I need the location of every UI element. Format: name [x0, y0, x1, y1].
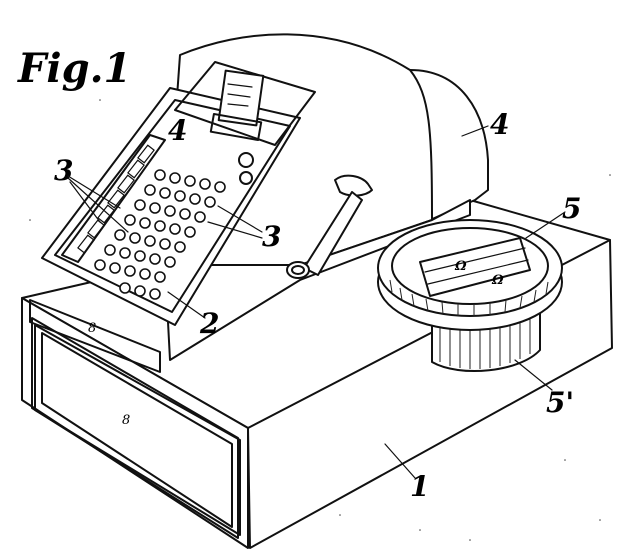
printer-window: [174, 61, 316, 185]
ref-keyboard: 2: [199, 307, 219, 340]
svg-text:Ω: Ω: [491, 273, 504, 288]
figure-title: Fig.1: [17, 45, 131, 92]
ref-casing-top: 4: [490, 108, 509, 141]
indicator-column: [61, 134, 166, 263]
ref-keys-right: 3: [262, 220, 281, 253]
keyboard-keys: [94, 169, 226, 300]
ref-tray-bottom: 5': [546, 386, 574, 419]
ref-key-small: 4: [168, 114, 187, 147]
ref-drawer-main: 8: [122, 413, 130, 428]
svg-text:Ω: Ω: [454, 259, 467, 274]
cash-drawer: [29, 299, 241, 536]
ref-drawer-small: 8: [88, 321, 96, 336]
crank-handle: [286, 174, 373, 279]
ref-tray-top: 5: [562, 192, 581, 225]
rotary-tray: Ω Ω: [377, 219, 563, 372]
print-speckle: [29, 99, 611, 541]
